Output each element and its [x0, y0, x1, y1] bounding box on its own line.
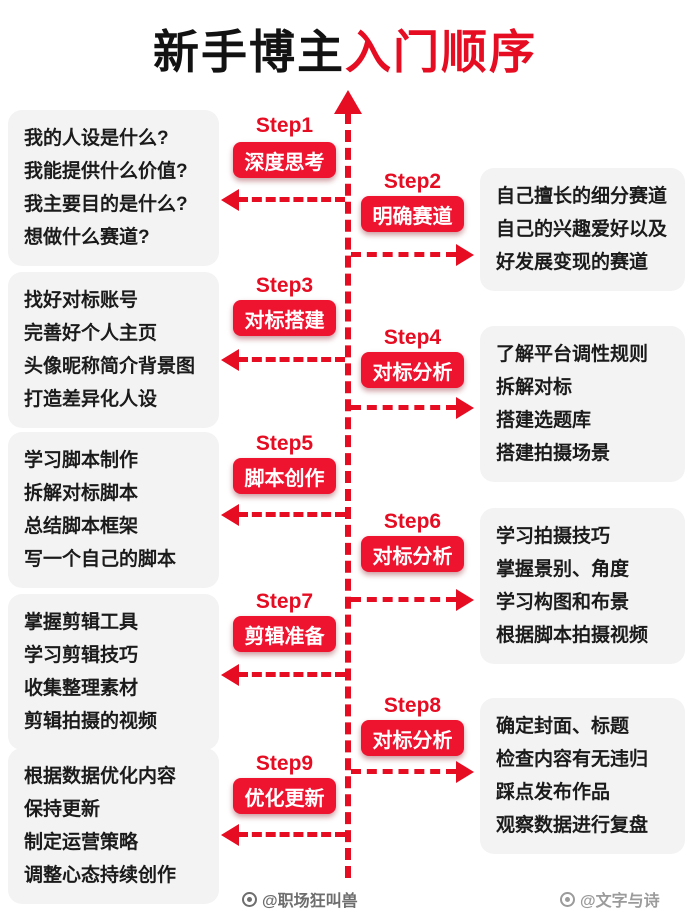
list-item: 踩点发布作品: [496, 782, 611, 803]
list-item: 好发展变现的赛道: [496, 252, 649, 273]
step8-content-box: 确定封面、标题 检查内容有无违归 踩点发布作品 观察数据进行复盘: [480, 698, 685, 854]
step9-label: Step9: [255, 752, 314, 775]
list-item: 确定封面、标题: [496, 716, 630, 737]
step6-button: 对标分析: [361, 536, 464, 572]
step3-arrowhead-icon: [221, 349, 239, 371]
step2-connector-line: [351, 252, 456, 257]
step1-arrowhead-icon: [221, 189, 239, 211]
list-item: 完善好个人主页: [24, 323, 158, 344]
list-item: 找好对标账号: [24, 290, 139, 311]
list-item: 观察数据进行复盘: [496, 815, 649, 836]
step9-content-box: 根据数据优化内容 保持更新 制定运营策略 调整心态持续创作: [8, 748, 219, 904]
list-item: 拆解对标: [496, 377, 573, 398]
title-red-part: 入门顺序: [345, 26, 537, 78]
step9-button: 优化更新: [233, 778, 336, 814]
step4-label: Step4: [383, 326, 442, 349]
list-item: 自己的兴趣爱好以及: [496, 219, 668, 240]
list-item: 想做什么赛道?: [24, 227, 150, 248]
step2-label: Step2: [383, 170, 442, 193]
list-item: 我主要目的是什么?: [24, 194, 188, 215]
list-item: 拆解对标脚本: [24, 483, 139, 504]
list-item: 学习脚本制作: [24, 450, 139, 471]
step8-arrowhead-icon: [456, 761, 474, 783]
watermark-text: @职场狂叫兽: [262, 893, 358, 910]
step3-connector-line: [238, 357, 345, 362]
step6-content-box: 学习拍摄技巧 掌握景别、角度 学习构图和布景 根据脚本拍摄视频: [480, 508, 685, 664]
step8-connector-line: [351, 769, 456, 774]
step4-connector-line: [351, 405, 456, 410]
step2-content-box: 自己擅长的细分赛道 自己的兴趣爱好以及 好发展变现的赛道: [480, 168, 685, 291]
list-item: 掌握景别、角度: [496, 559, 630, 580]
step9-connector-line: [238, 832, 345, 837]
step4-button: 对标分析: [361, 352, 464, 388]
list-item: 我的人设是什么?: [24, 128, 169, 149]
list-item: 收集整理素材: [24, 678, 139, 699]
list-item: 学习构图和布景: [496, 592, 630, 613]
timeline-arrowhead-icon: [334, 90, 362, 114]
list-item: 写一个自己的脚本: [24, 549, 177, 570]
step5-arrowhead-icon: [221, 504, 239, 526]
timeline-dashed-line: [345, 112, 351, 878]
step3-content-box: 找好对标账号 完善好个人主页 头像昵称简介背景图 打造差异化人设: [8, 272, 219, 428]
list-item: 我能提供什么价值?: [24, 161, 188, 182]
step7-button: 剪辑准备: [233, 616, 336, 652]
list-item: 自己擅长的细分赛道: [496, 186, 668, 207]
step3-label: Step3: [255, 274, 314, 297]
step7-label: Step7: [255, 590, 314, 613]
list-item: 了解平台调性规则: [496, 344, 649, 365]
step2-button: 明确赛道: [361, 196, 464, 232]
list-item: 打造差异化人设: [24, 389, 158, 410]
list-item: 保持更新: [24, 799, 101, 820]
list-item: 检查内容有无违归: [496, 749, 649, 770]
step5-label: Step5: [255, 432, 314, 455]
step2-arrowhead-icon: [456, 244, 474, 266]
step1-button: 深度思考: [233, 142, 336, 178]
list-item: 根据脚本拍摄视频: [496, 625, 649, 646]
step4-content-box: 了解平台调性规则 拆解对标 搭建选题库 搭建拍摄场景: [480, 326, 685, 482]
list-item: 掌握剪辑工具: [24, 612, 139, 633]
list-item: 剪辑拍摄的视频: [24, 711, 158, 732]
step4-arrowhead-icon: [456, 397, 474, 419]
list-item: 根据数据优化内容: [24, 766, 177, 787]
step6-connector-line: [351, 597, 456, 602]
step9-arrowhead-icon: [221, 824, 239, 846]
watermark-text: @文字与诗: [580, 893, 660, 910]
page-title: 新手博主入门顺序: [0, 16, 690, 82]
step1-label: Step1: [255, 114, 314, 137]
step5-connector-line: [238, 512, 345, 517]
watermark-logo-icon: [242, 891, 257, 907]
list-item: 学习拍摄技巧: [496, 526, 611, 547]
title-black-part: 新手博主: [153, 26, 345, 78]
list-item: 搭建拍摄场景: [496, 443, 611, 464]
step8-label: Step8: [383, 694, 442, 717]
list-item: 学习剪辑技巧: [24, 645, 139, 666]
list-item: 制定运营策略: [24, 832, 139, 853]
watermark-left: @职场狂叫兽: [242, 887, 358, 911]
step6-arrowhead-icon: [456, 589, 474, 611]
step1-connector-line: [238, 197, 345, 202]
list-item: 搭建选题库: [496, 410, 592, 431]
step8-button: 对标分析: [361, 720, 464, 756]
watermark-logo-icon: [560, 891, 575, 907]
list-item: 总结脚本框架: [24, 516, 139, 537]
step3-button: 对标搭建: [233, 300, 336, 336]
list-item: 头像昵称简介背景图: [24, 356, 196, 377]
list-item: 调整心态持续创作: [24, 865, 177, 886]
step5-content-box: 学习脚本制作 拆解对标脚本 总结脚本框架 写一个自己的脚本: [8, 432, 219, 588]
step5-button: 脚本创作: [233, 458, 336, 494]
step1-content-box: 我的人设是什么? 我能提供什么价值? 我主要目的是什么? 想做什么赛道?: [8, 110, 219, 266]
step6-label: Step6: [383, 510, 442, 533]
step7-arrowhead-icon: [221, 664, 239, 686]
watermark-right: @文字与诗: [560, 887, 660, 911]
step7-content-box: 掌握剪辑工具 学习剪辑技巧 收集整理素材 剪辑拍摄的视频: [8, 594, 219, 750]
step7-connector-line: [238, 672, 345, 677]
